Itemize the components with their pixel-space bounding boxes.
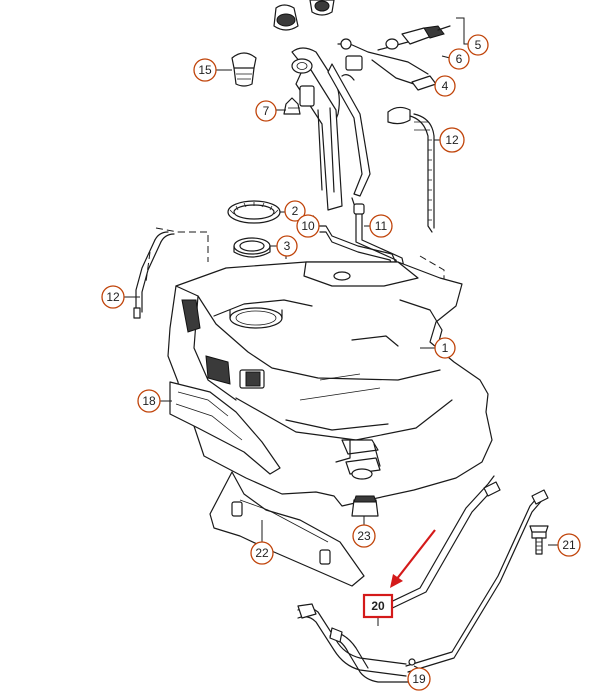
breather-pipe-12-left [133,231,175,319]
callout-19[interactable]: 19 [407,665,431,691]
callout-label: 22 [255,546,269,560]
callout-label: 12 [445,133,459,147]
tensioning-straps-19-20 [297,475,549,683]
highlight-arrow [390,529,436,588]
vent-valve-assembly [337,25,451,91]
filler-neck [291,47,371,211]
callout-label: 7 [263,104,270,118]
callout-label: 11 [375,219,388,233]
callout-label: 15 [198,63,212,77]
callout-23[interactable]: 23 [352,516,376,548]
callout-2[interactable]: 2 [280,200,306,222]
callout-label: 12 [106,290,120,304]
callout-1[interactable]: 1 [420,337,456,359]
callout-18[interactable]: 18 [137,389,172,413]
callout-label: 21 [562,538,576,552]
callout-11[interactable]: 11 [364,214,393,238]
callout-label: 3 [284,239,291,253]
heat-shield-18 [169,381,281,475]
highlight-label: 20 [371,599,385,613]
callout-label: 5 [475,38,482,52]
lock-ring-2 [227,200,281,224]
callout-label: 1 [442,341,449,355]
callout-label: 4 [442,79,449,93]
callout-22[interactable]: 22 [250,520,274,565]
callout-label: 10 [301,219,315,233]
callout-label: 19 [412,672,426,686]
callout-12-left[interactable]: 12 [101,285,140,309]
bolt-21 [529,525,549,555]
callout-21[interactable]: 21 [548,533,581,557]
sender-cable-12-upper [387,106,435,233]
callout-12-upper[interactable]: 12 [434,127,465,153]
mounting-outline [145,215,445,307]
seal-3 [233,237,271,258]
bracket-22 [209,471,365,587]
fuel-tank-1 [167,261,493,507]
callout-label: 23 [357,529,371,543]
callout-10[interactable]: 10 [296,214,320,238]
filler-cap-assembly [273,0,335,31]
callout-label: 18 [142,394,156,408]
callout-3[interactable]: 3 [270,235,298,257]
callout-6[interactable]: 6 [441,48,470,70]
callout-4[interactable]: 4 [434,75,456,97]
callout-label: 2 [292,204,299,218]
callout-15[interactable]: 15 [193,58,232,82]
rubber-grommet-15 [231,52,257,87]
rubber-pad-23 [351,495,379,517]
callout-label: 6 [456,52,463,66]
callout-5[interactable]: 5 [456,17,489,56]
bump-stop-7 [283,97,301,115]
callout-20-highlighted[interactable]: 20 [362,593,394,626]
callout-7[interactable]: 7 [255,100,286,122]
